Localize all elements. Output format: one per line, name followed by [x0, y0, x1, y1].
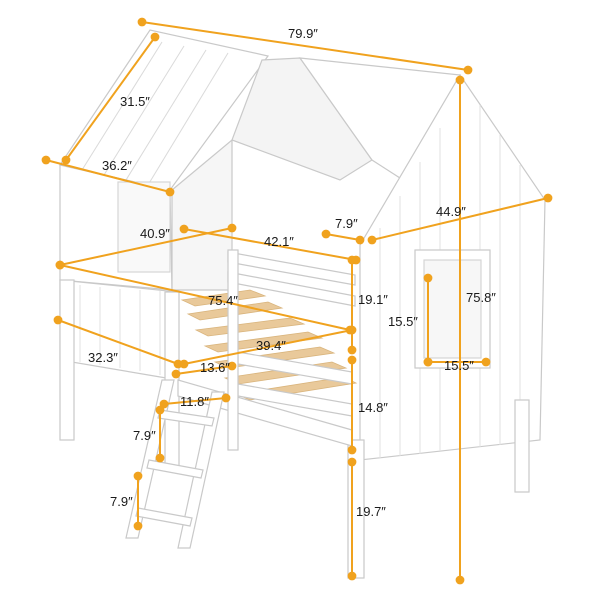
front-roof-panel [59, 29, 270, 191]
label-overall-length: 79.9″ [288, 26, 318, 41]
label-side-rail-length: 39.4″ [256, 338, 286, 353]
label-ladder-width: 13.6″ [200, 360, 230, 375]
dim-overall-length [137, 17, 473, 75]
dimension-lines [41, 17, 553, 585]
label-mattress-length: 75.4″ [208, 293, 238, 308]
label-ladder-step-upper: 7.9″ [133, 428, 156, 443]
label-ladder-step-lower: 7.9″ [110, 494, 133, 509]
dimension-labels: 79.9″ 31.5″ 36.2″ 40.9″ 42.1″ 7.9″ 44.9″… [88, 26, 496, 519]
label-ladder-step-width: 11.8″ [180, 394, 209, 409]
label-floor-clearance: 19.7″ [356, 504, 386, 519]
label-overall-height: 75.8″ [466, 290, 496, 305]
label-back-roof-width: 7.9″ [335, 216, 358, 231]
label-rail-height: 19.1″ [358, 292, 388, 307]
label-inner-length: 42.1″ [264, 234, 294, 249]
label-roof-front-width: 36.2″ [102, 158, 132, 173]
dim-front-panel-depth [53, 315, 183, 369]
label-window-width: 15.5″ [444, 358, 474, 373]
label-window-height: 15.5″ [388, 314, 418, 329]
dim-roof-front-width [41, 155, 175, 197]
label-gable-width: 44.9″ [436, 204, 466, 219]
label-guard-height: 14.8″ [358, 400, 388, 415]
label-front-rail-depth: 40.9″ [140, 226, 170, 241]
dim-mattress-length [55, 260, 355, 335]
dim-side-rail-length [179, 325, 357, 369]
dim-ladder-width [171, 361, 237, 379]
rail-post [227, 249, 239, 451]
label-roof-slope: 31.5″ [120, 94, 150, 109]
leg-back-right [514, 399, 530, 493]
dim-roof-slope [61, 32, 160, 165]
dim-back-roof-width [321, 229, 365, 245]
label-front-panel-depth: 32.3″ [88, 350, 118, 365]
dim-ladder-step-width [159, 393, 231, 409]
dim-inner-length [179, 224, 361, 265]
leg-front-left [59, 279, 75, 441]
